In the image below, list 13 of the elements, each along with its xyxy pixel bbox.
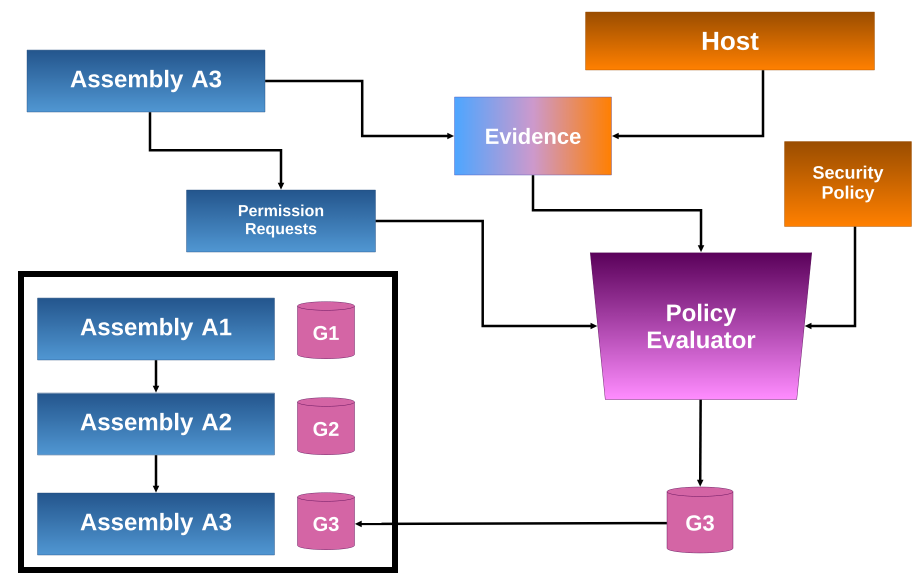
process-box: Assembly A3 <box>26 50 266 112</box>
process-box: Assembly A3 <box>37 492 275 556</box>
evaluator-trapezoid: Policy Evaluator <box>590 252 812 400</box>
database-cylinder: G2 <box>297 398 355 455</box>
database-cylinder: G3 <box>297 492 355 550</box>
source-box: Security Policy <box>784 141 912 227</box>
source-box: Host <box>585 12 875 70</box>
process-box: Permission Requests <box>186 190 376 252</box>
database-cylinder: G3 <box>666 486 734 554</box>
database-cylinder: G1 <box>297 302 355 359</box>
process-box: Assembly A1 <box>37 298 275 360</box>
container-frame <box>18 271 398 573</box>
process-box: Assembly A2 <box>37 392 275 456</box>
